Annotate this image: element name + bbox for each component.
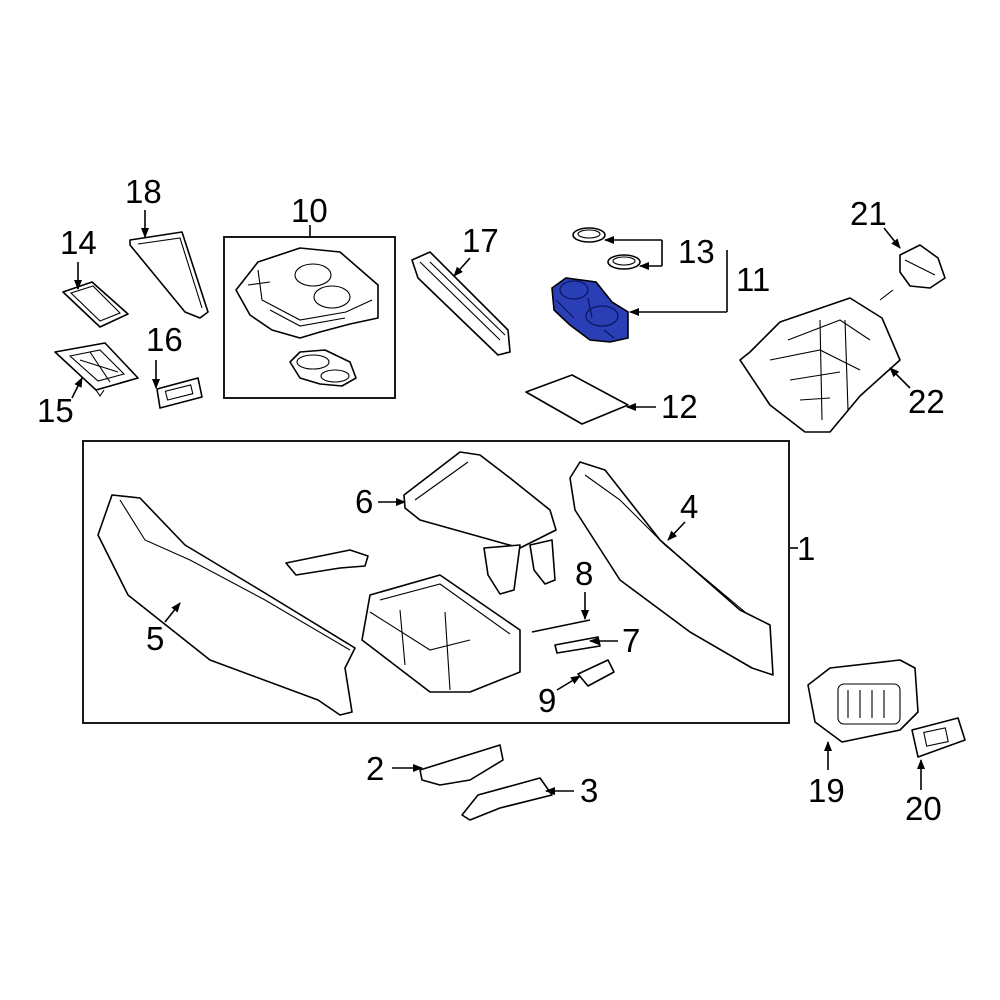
callout-15: 15 [37,392,74,429]
part-9-latch-knob[interactable] [577,659,615,687]
part-16-switch[interactable] [156,377,203,409]
part-11-cupholder-insert[interactable] [551,277,629,343]
part-10-cupholder-bezel[interactable] [235,247,379,339]
part-18-trim-panel[interactable] [129,231,209,319]
part-12-mat[interactable] [525,374,629,425]
part-22-shifter[interactable] [739,289,901,433]
part-7-latch[interactable] [554,636,601,654]
part-17-trim-strip[interactable] [411,251,511,356]
callout-13: 13 [678,233,715,270]
callout-5: 5 [146,620,164,657]
callout-1: 1 [797,530,815,567]
part-14-bezel[interactable] [62,281,129,328]
callout-6: 6 [355,483,373,520]
callout-22: 22 [908,383,945,420]
callout-2: 2 [366,750,384,787]
part-13-rings[interactable] [572,227,641,270]
part-2-bracket[interactable] [419,744,504,786]
callout-21: 21 [850,195,887,232]
callout-20: 20 [905,790,942,827]
part-15-bracket[interactable] [54,342,139,397]
callout-17: 17 [462,222,499,259]
callout-7: 7 [622,622,640,659]
part-5-side-panel[interactable] [97,494,356,716]
callout-19: 19 [808,772,845,809]
part-small-bracket[interactable] [285,549,369,576]
part-3-bracket[interactable] [461,777,553,821]
part-8-pin[interactable] [531,619,591,633]
part-19-port-module[interactable] [807,659,919,743]
part-console-body[interactable] [361,574,521,693]
callout-labels: 18 14 16 15 10 17 13 11 12 21 22 6 4 1 5… [37,173,945,827]
part-20-socket[interactable] [911,717,966,758]
callout-9: 9 [538,682,556,719]
callout-14: 14 [60,224,97,261]
part-10-cupholder-ring[interactable] [289,349,357,387]
part-6-armrest-lid[interactable] [403,451,557,595]
group-frame-1 [82,440,790,724]
part-21-shift-knob[interactable] [899,244,946,289]
callout-16: 16 [146,321,183,358]
callout-10: 10 [291,192,328,229]
callout-8: 8 [575,555,593,592]
callout-3: 3 [580,772,598,809]
part-4-right-panel[interactable] [569,461,774,676]
callout-18: 18 [125,173,162,210]
callout-4: 4 [680,488,698,525]
leader-lines [71,210,925,795]
callout-11: 11 [736,261,770,298]
callout-12: 12 [661,388,698,425]
